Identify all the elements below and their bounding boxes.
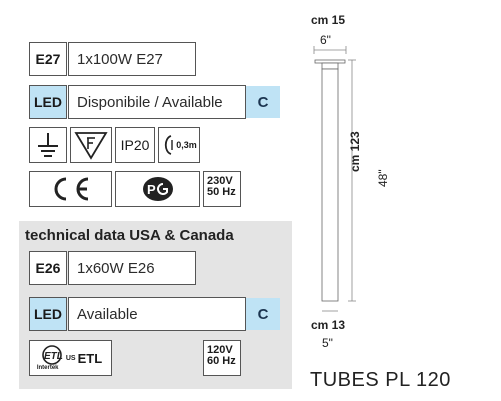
voltage-usa: 120V 60 Hz (203, 340, 241, 376)
etl-cert-icon: ETL Intertek US ETL (29, 340, 112, 376)
height-in: 48" (376, 169, 390, 187)
bottom-width-cm: cm 13 (311, 318, 346, 332)
usa-socket-value: 1x60W E26 (68, 251, 196, 285)
product-name: TUBES PL 120 (310, 369, 451, 391)
svg-text:P: P (147, 182, 156, 197)
usa-led-code: LED (29, 297, 67, 331)
eac-cert-icon: P (115, 171, 200, 207)
top-width-in: 6" (320, 33, 331, 47)
earth-ground-icon (29, 127, 67, 163)
ce-mark-icon (29, 171, 112, 207)
height-cm: cm 123 (348, 131, 362, 172)
product-drawing (313, 46, 356, 312)
intertek-label: Intertek (36, 365, 59, 371)
voltage-usa-line1: 120V (207, 344, 233, 356)
voltage-eu-line1: 230V (207, 175, 233, 187)
led-value: Disponibile / Available (68, 85, 246, 119)
etl-circle: ETL Intertek (36, 345, 65, 371)
led-code: LED (29, 85, 67, 119)
usa-canada-title: technical data USA & Canada (25, 227, 234, 244)
top-width-cm: cm 15 (311, 13, 346, 27)
ip-rating: IP20 (115, 127, 155, 163)
us-mark: US (65, 354, 76, 362)
min-distance-value: 0,3m (176, 140, 197, 150)
socket-code: E27 (29, 42, 67, 76)
usa-socket-code: E26 (29, 251, 67, 285)
voltage-eu-line2: 50 Hz (207, 186, 236, 198)
bottom-width-in: 5" (322, 336, 333, 350)
etl-label: ETL (77, 350, 103, 366)
usa-led-value: Available (68, 297, 246, 331)
usa-led-class-badge: C (246, 298, 280, 330)
socket-value: 1x100W E27 (68, 42, 196, 76)
led-class-badge: C (246, 86, 280, 118)
voltage-eu: 230V 50 Hz (203, 171, 241, 207)
svg-text:ETL: ETL (44, 351, 63, 362)
voltage-usa-line2: 60 Hz (207, 355, 236, 367)
flammable-surface-icon (70, 127, 112, 163)
min-distance-icon: 0,3m (158, 127, 200, 163)
